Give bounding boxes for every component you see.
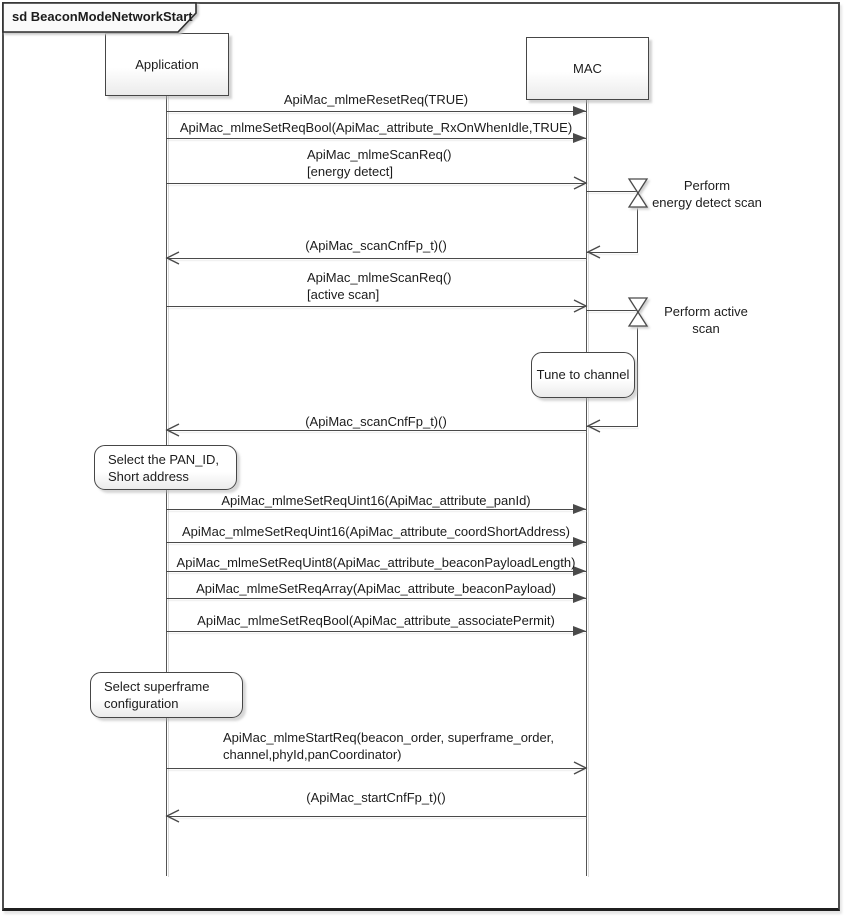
message-arrowhead-filled: [573, 593, 586, 603]
self-message-vertical-line: [637, 192, 639, 253]
message-label: ApiMac_mlmeSetReqBool(ApiMac_attribute_a…: [197, 613, 555, 628]
self-message-out-line: [586, 191, 638, 193]
note: Select the PAN_ID,Short address: [94, 445, 237, 490]
self-message-vertical-line: [637, 311, 639, 427]
message-arrowhead-filled: [573, 133, 586, 143]
message-line: [166, 598, 586, 600]
message-line: [166, 258, 586, 260]
message-line: [166, 183, 586, 185]
message-line: [166, 306, 586, 308]
self-message-arrowhead-open: [586, 244, 602, 265]
message-label: ApiMac_mlmeScanReq()[energy detect]: [307, 147, 452, 179]
actor-box-application: Application: [105, 33, 229, 96]
message-line: [166, 768, 586, 770]
title-tab: [2, 2, 197, 33]
message-label: (ApiMac_startCnfFp_t)(): [306, 790, 446, 805]
message-label: ApiMac_mlmeSetReqBool(ApiMac_attribute_R…: [179, 120, 573, 135]
message-label: ApiMac_mlmeResetReq(TRUE): [283, 92, 469, 107]
message-label: (ApiMac_scanCnfFp_t)(): [305, 414, 447, 429]
message-arrowhead-open: [572, 175, 588, 196]
message-arrowhead-open: [165, 422, 181, 443]
message-label: ApiMac_mlmeSetReqUint8(ApiMac_attribute_…: [176, 555, 576, 570]
note: Tune to channel: [531, 352, 635, 398]
message-line: [166, 509, 586, 511]
message-line: [166, 111, 586, 113]
message-line: [166, 631, 586, 633]
message-arrowhead-open: [572, 298, 588, 319]
diagram-title: sd BeaconModeNetworkStart: [12, 9, 193, 24]
actor-label: MAC: [573, 61, 602, 76]
message-label: ApiMac_mlmeSetReqArray(ApiMac_attribute_…: [196, 581, 556, 596]
message-label: ApiMac_mlmeSetReqUint16(ApiMac_attribute…: [181, 524, 571, 539]
hourglass-icon: [627, 297, 649, 332]
lifeline-mac: [586, 98, 588, 876]
message-arrowhead-filled: [573, 504, 586, 514]
message-arrowhead-filled: [573, 106, 586, 116]
message-label: (ApiMac_scanCnfFp_t)(): [305, 238, 447, 253]
message-arrowhead-filled: [573, 566, 586, 576]
self-message-return-line: [586, 426, 638, 428]
self-message-out-line: [586, 310, 638, 312]
message-line: [166, 138, 586, 140]
self-message-arrowhead-open: [586, 418, 602, 439]
self-message-return-line: [586, 252, 638, 254]
message-arrowhead-filled: [573, 626, 586, 636]
actor-box-mac: MAC: [526, 37, 649, 100]
message-label: ApiMac_mlmeStartReq(beacon_order, superf…: [223, 730, 554, 762]
message-arrowhead-open: [165, 808, 181, 829]
message-arrowhead-open: [572, 760, 588, 781]
message-line: [166, 542, 586, 544]
hourglass-icon: [627, 178, 649, 213]
message-line: [166, 571, 586, 573]
message-arrowhead-filled: [573, 537, 586, 547]
actor-label: Application: [135, 57, 199, 72]
message-label: ApiMac_mlmeSetReqUint16(ApiMac_attribute…: [221, 493, 531, 508]
message-line: [166, 816, 586, 818]
message-arrowhead-open: [165, 250, 181, 271]
message-label: ApiMac_mlmeScanReq()[active scan]: [307, 270, 452, 302]
message-line: [166, 430, 586, 432]
